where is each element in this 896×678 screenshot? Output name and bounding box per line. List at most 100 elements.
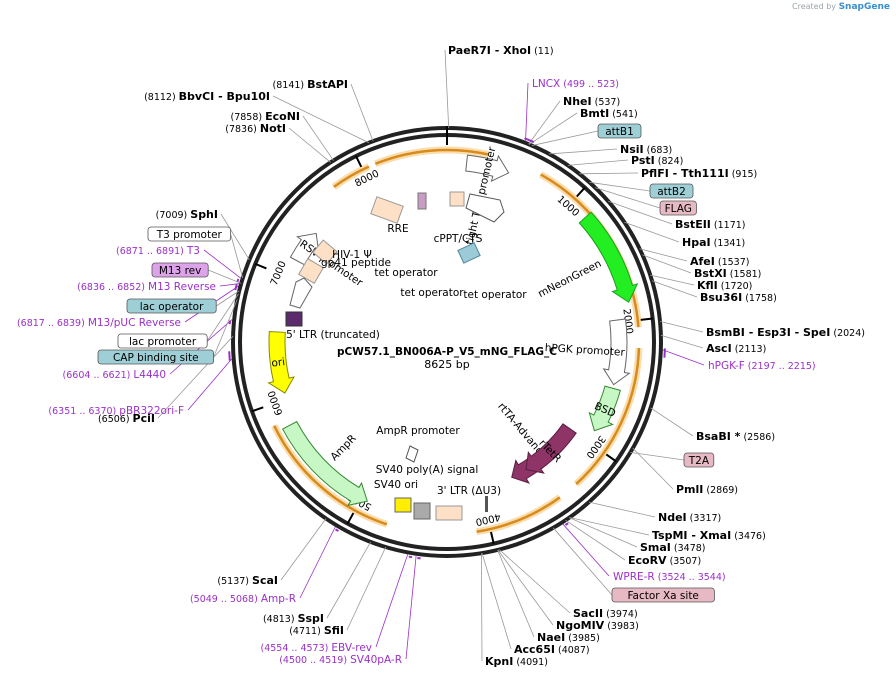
site-label-part: NotI [260, 122, 286, 135]
restriction-site-labels: PaeR7I - XhoI (11)NheI (537)BmtI (541)Ns… [98, 44, 865, 668]
site-label-12: BsmBI - Esp3I - SpeI (2024) [706, 326, 865, 339]
site-label-part: NdeI [658, 511, 687, 524]
site-label-part: (6506) [98, 414, 133, 425]
site-label-30: (7836) NotI [225, 122, 286, 135]
box-leader-3 [630, 451, 685, 461]
hiv-psi-box [312, 239, 338, 265]
site-label-part: (541) [609, 109, 638, 120]
cppt-box [449, 191, 465, 207]
inner-label-2: tet operator [463, 289, 527, 301]
site-label-part: BsmBI [706, 326, 745, 339]
site-label-16: NdeI (3317) [658, 511, 721, 524]
primer-leader-4 [375, 554, 409, 648]
box-leader-4 [552, 527, 613, 596]
box-bg-0 [597, 123, 642, 139]
restriction-site-leaders [157, 49, 704, 662]
site-leader-13 [660, 334, 704, 349]
plasmid-length: 8625 bp [424, 358, 469, 371]
box-leader-9 [213, 299, 238, 358]
site-label-7: HpaI (1341) [682, 236, 745, 249]
site-label-part: (3507) [667, 556, 702, 567]
site-label-18: SmaI (3478) [640, 541, 706, 554]
site-leader-31 [302, 115, 334, 161]
inner-label-4: gp41 peptide [321, 257, 391, 269]
primer-leader-6 [203, 249, 241, 279]
tre-arrow [465, 193, 505, 223]
site-label-part: NheI [563, 95, 592, 108]
site-label-part: SphI [190, 208, 218, 221]
site-label-11: Bsu36I (1758) [700, 291, 777, 304]
site-label-part: PaeR7I [448, 44, 491, 57]
inner-label-6: HIV-1 Ψ [332, 249, 372, 261]
primer-label-part: (6604 .. 6621) [63, 370, 134, 381]
site-label-part: BstXI [694, 267, 727, 280]
primer-label-part: (5049 .. 5068) [190, 594, 261, 605]
inner-label-11: 3' LTR (ΔU3) [437, 485, 501, 497]
tick-6 [254, 262, 267, 270]
inner-label-3: cPPT/CTS [434, 233, 483, 245]
ampr-promoter-arrow [405, 445, 419, 463]
orange-arc-2 [575, 348, 641, 486]
site-label-part: (3317) [687, 513, 722, 524]
site-label-part: (1581) [727, 269, 762, 280]
site-label-part: KflI [697, 279, 718, 292]
box-label-9: CAP binding site [113, 352, 199, 364]
tick-4 [346, 512, 355, 525]
site-leader-9 [642, 254, 692, 274]
site-label-part: - XmaI [688, 529, 732, 542]
box-bg-1 [649, 183, 694, 199]
box-label-5: T3 promoter [156, 229, 223, 241]
site-label-part: (1341) [711, 238, 746, 249]
site-leader-16 [588, 501, 656, 518]
site-leader-2 [528, 112, 578, 145]
primer-leader-0 [525, 82, 529, 141]
site-label-part: NgoMIV [556, 619, 605, 632]
primer-mark-10 [228, 351, 231, 361]
primer-leader-7 [219, 283, 240, 287]
box-bg-6 [151, 262, 209, 278]
primer-label-1: hPGK-F (2197 .. 2215) [708, 360, 816, 372]
feature-arrow-0 [578, 211, 639, 303]
site-leader-23 [481, 553, 512, 650]
site-leader-11 [651, 280, 698, 298]
site-label-19: EcoRV (3507) [628, 554, 701, 567]
box-leader-2 [595, 187, 661, 209]
primer-label-part: Amp-R [261, 593, 296, 605]
primer-label-7: (6836 .. 6852) M13 Reverse [77, 281, 216, 293]
site-label-part: (1171) [711, 220, 746, 231]
box-label-4: Factor Xa site [627, 590, 698, 602]
site-leader-29 [220, 213, 250, 261]
feature-arrow-1 [602, 318, 631, 386]
site-label-20: SacII (3974) [573, 607, 638, 620]
primer-label-part: EBV-rev [331, 642, 372, 654]
site-label-15: PmlI (2869) [676, 483, 738, 496]
box-bg-3 [683, 452, 715, 468]
primer-label-part: (6836 .. 6852) [77, 282, 148, 293]
site-label-part: (7858) [231, 112, 266, 123]
site-label-part: BstEII [675, 218, 711, 231]
site-label-5: PflFI - Tth111I (915) [641, 167, 757, 180]
site-label-part: (11) [531, 46, 554, 57]
tick-3 [490, 531, 495, 544]
inner-label-10: SV40 ori [374, 479, 418, 491]
inner-label-5: RRE [387, 223, 408, 235]
site-label-part: (7009) [156, 210, 191, 221]
site-leader-6 [608, 200, 673, 225]
feature-label-1: hPGK promoter [544, 342, 625, 359]
site-label-part: Acc65I [514, 643, 555, 656]
site-label-22: NaeI (3985) [537, 631, 600, 644]
site-leader-28 [157, 335, 234, 419]
primer-label-10: (6351 .. 6370) pBR322ori-F [48, 405, 184, 417]
site-label-part: SacII [573, 607, 603, 620]
site-leader-15 [632, 447, 674, 490]
feature-arrow-7 [465, 154, 510, 182]
site-label-21: NgoMIV (3983) [556, 619, 639, 632]
site-label-part: (3983) [604, 621, 639, 632]
site-label-part: (3985) [565, 633, 600, 644]
tick-1 [640, 317, 653, 321]
site-leader-10 [650, 274, 695, 286]
tick-label-6: 7000 [269, 260, 289, 288]
box-bg-5 [147, 226, 231, 242]
site-label-14: BsaBI * (2586) [696, 430, 775, 443]
